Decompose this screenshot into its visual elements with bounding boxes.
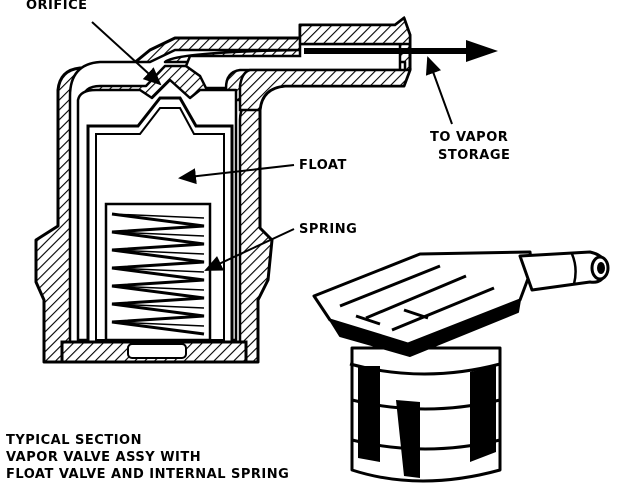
canister-band-2 xyxy=(351,398,501,411)
nozzle-ridge xyxy=(570,253,577,285)
diagram-caption: TYPICAL SECTION VAPOR VALVE ASSY WITH FL… xyxy=(6,432,289,483)
section-view xyxy=(34,15,412,364)
leader-orifice xyxy=(91,21,162,86)
base-plug xyxy=(127,343,187,359)
caption-line-3: FLOAT VALVE AND INTERNAL SPRING xyxy=(6,467,290,482)
canister-band-1 xyxy=(349,362,501,376)
label-spring: SPRING xyxy=(299,222,358,237)
label-storage: STORAGE xyxy=(438,148,511,163)
label-orifice: ORIFICE xyxy=(26,0,88,13)
flow-arrow xyxy=(304,40,498,62)
leader-float xyxy=(178,164,295,185)
canister-band-3 xyxy=(351,438,501,451)
exterior-view xyxy=(312,250,610,483)
spring-coils xyxy=(111,212,205,336)
canister-shading xyxy=(358,366,496,478)
leader-lines xyxy=(91,21,453,271)
flange-underside xyxy=(329,299,521,357)
spring-coils-back xyxy=(111,213,205,327)
caption-line-1: TYPICAL SECTION xyxy=(6,433,142,448)
flange-ribs xyxy=(339,264,495,332)
outlet-tube xyxy=(298,15,412,46)
label-float: FLOAT xyxy=(299,158,347,173)
leader-vapor xyxy=(425,56,453,125)
leader-spring xyxy=(204,228,295,271)
caption-line-2: VAPOR VALVE ASSY WITH xyxy=(6,450,202,465)
nozzle-hole xyxy=(597,262,605,274)
outlet-tube-lower xyxy=(238,68,412,112)
label-to-vapor: TO VAPOR xyxy=(430,130,509,145)
